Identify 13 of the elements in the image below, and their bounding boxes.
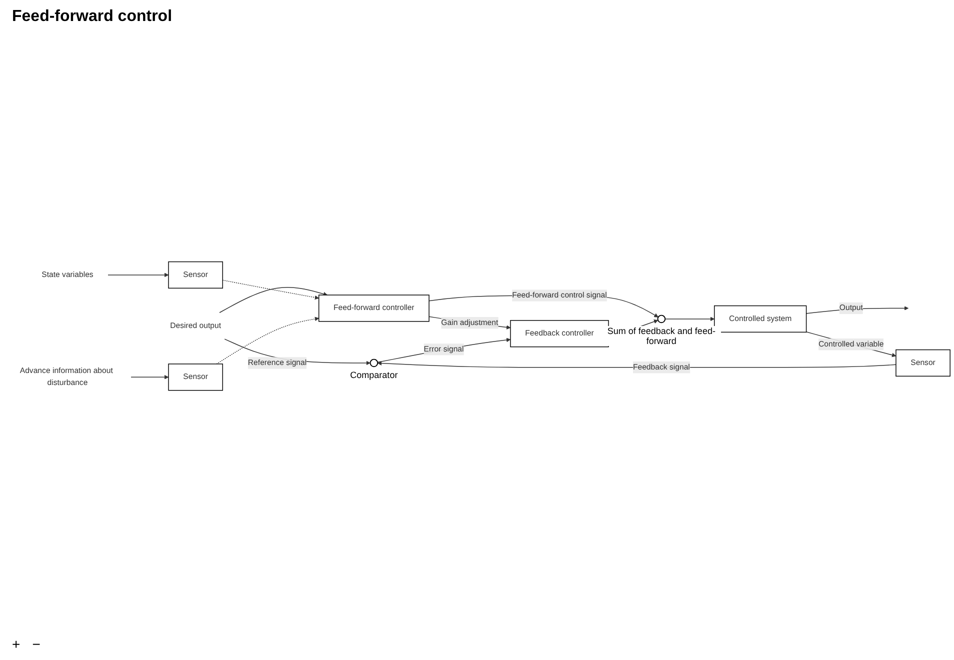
arrow [216,316,320,364]
sign-label: − [32,636,40,652]
arrow [377,338,511,363]
arrow [664,316,715,322]
sign-label: + [12,636,20,652]
arrow [806,331,896,358]
node-circle [370,358,378,368]
diagram-title: Feed-forward control [12,8,172,26]
arrow [108,272,169,278]
node-circle [657,314,666,324]
arrow [130,375,169,380]
arrow [222,280,320,300]
arrow [219,287,328,313]
